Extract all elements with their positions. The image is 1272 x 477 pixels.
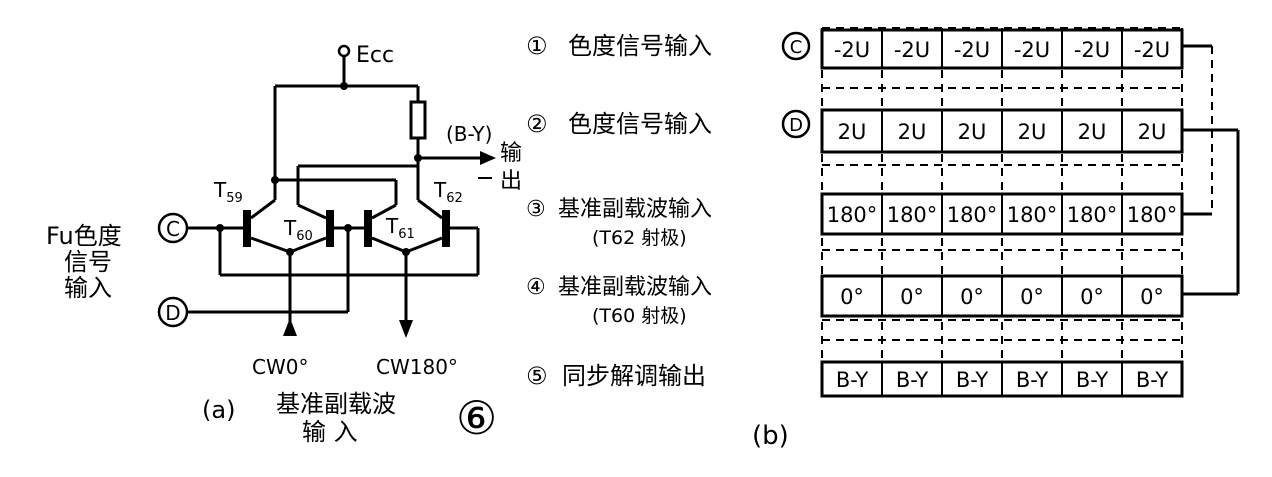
r2-c5: 2U: [1078, 120, 1107, 144]
output-word-2: 出: [500, 169, 522, 194]
ref-right-label: CW180°: [376, 355, 458, 379]
output-word-1: 输: [500, 141, 522, 166]
row-4-sublabel: (T60 射极): [592, 305, 687, 327]
r4-c4: 0°: [1020, 285, 1044, 309]
row-4-label: ④ 基准副载波输入: [526, 275, 712, 300]
r3-c3: 180°: [947, 203, 998, 227]
ref-left-arrow-icon: [283, 318, 297, 336]
r3-c1: 180°: [827, 203, 878, 227]
input-title-1: Fu色度: [46, 222, 122, 250]
r3-c6: 180°: [1127, 203, 1178, 227]
row-5-text: 同步解调输出: [562, 362, 706, 390]
ref-right-arrow-icon: [399, 320, 413, 338]
row-2-terminal-label: D: [789, 115, 803, 136]
r4-c3: 0°: [960, 285, 984, 309]
r1-c3: -2U: [954, 38, 990, 62]
row-5-index: ⑤: [526, 362, 548, 390]
transistor-label-t60: T60: [283, 216, 313, 244]
transistor-label-t62: T62: [433, 178, 463, 206]
r5-c2: B-Y: [896, 368, 928, 392]
caption-a: (a): [202, 396, 235, 424]
r4-c1: 0°: [840, 285, 864, 309]
input-c-label: C: [166, 217, 180, 241]
input-title: Fu色度 信号 输入: [46, 222, 129, 302]
row-3-label: ③ 基准副载波输入: [526, 197, 712, 222]
r1-c1: -2U: [834, 38, 870, 62]
load-resistor: [409, 100, 427, 140]
r2-c4: 2U: [1018, 120, 1047, 144]
row-2-terminal: [781, 109, 811, 139]
r3-c2: 180°: [887, 203, 938, 227]
row-4-index: ④: [526, 275, 546, 300]
figure-number: ⑥: [456, 391, 497, 445]
row-2-label: ② 色度信号输入: [526, 110, 712, 138]
row-3-index: ③: [526, 197, 546, 222]
r1-c4: -2U: [1014, 38, 1050, 62]
r2-c6: 2U: [1138, 120, 1167, 144]
caption-b: (b): [752, 421, 789, 451]
transistor-label-t61: T61: [385, 214, 415, 242]
transistor-label-t59: T59: [213, 178, 243, 206]
caption-a-text-1: 基准副载波: [276, 390, 396, 418]
circuit-diagram: Ecc (B-Y) 输 出 T59 T60 T61 T62: [46, 43, 529, 446]
r5-c4: B-Y: [1016, 368, 1048, 392]
row-1-terminal-label: C: [790, 37, 803, 58]
r5-c3: B-Y: [956, 368, 988, 392]
output-arrow-icon: [480, 151, 496, 165]
r2-c2: 2U: [898, 120, 927, 144]
output-label: (B-Y): [446, 122, 492, 146]
row-5-label: ⑤ 同步解调输出: [526, 362, 706, 390]
connector-row2-row4: [1182, 128, 1240, 296]
row-1-text: 色度信号输入: [568, 32, 712, 60]
row-3-sublabel: (T62 射极): [592, 227, 687, 249]
row-2-index: ②: [526, 110, 548, 138]
ref-left-label: CW0°: [252, 355, 308, 379]
r3-c4: 180°: [1007, 203, 1058, 227]
r4-c2: 0°: [900, 285, 924, 309]
r5-c5: B-Y: [1076, 368, 1108, 392]
r3-c5: 180°: [1067, 203, 1118, 227]
row-1-label: ① 色度信号输入: [526, 32, 712, 60]
r2-c3: 2U: [958, 120, 987, 144]
input-title-3: 输入: [64, 274, 112, 302]
r1-c5: -2U: [1074, 38, 1110, 62]
row-3-text: 基准副载波输入: [558, 197, 712, 222]
r4-c6: 0°: [1140, 285, 1164, 309]
r5-c1: B-Y: [836, 368, 868, 392]
timing-table: ① 色度信号输入 C ② 色度信号输入 D ③ 基准副载波输入 (T62 射极)…: [526, 27, 1240, 451]
row-1-terminal: [781, 31, 811, 61]
r2-c1: 2U: [838, 120, 867, 144]
row-1-index: ①: [526, 32, 548, 60]
supply-label: Ecc: [356, 43, 394, 68]
input-title-2: 信号: [64, 248, 112, 276]
r5-c6: B-Y: [1136, 368, 1168, 392]
r1-c6: -2U: [1134, 38, 1170, 62]
row-4-text: 基准副载波输入: [558, 275, 712, 300]
row-2-text: 色度信号输入: [568, 110, 712, 138]
input-d-label: D: [165, 301, 180, 325]
r4-c5: 0°: [1080, 285, 1104, 309]
supply-terminal: [337, 44, 351, 58]
table-grid: [820, 27, 1184, 398]
caption-a-text-2: 输 入: [302, 418, 358, 446]
r1-c2: -2U: [894, 38, 930, 62]
output-word: 输 出: [500, 141, 529, 194]
